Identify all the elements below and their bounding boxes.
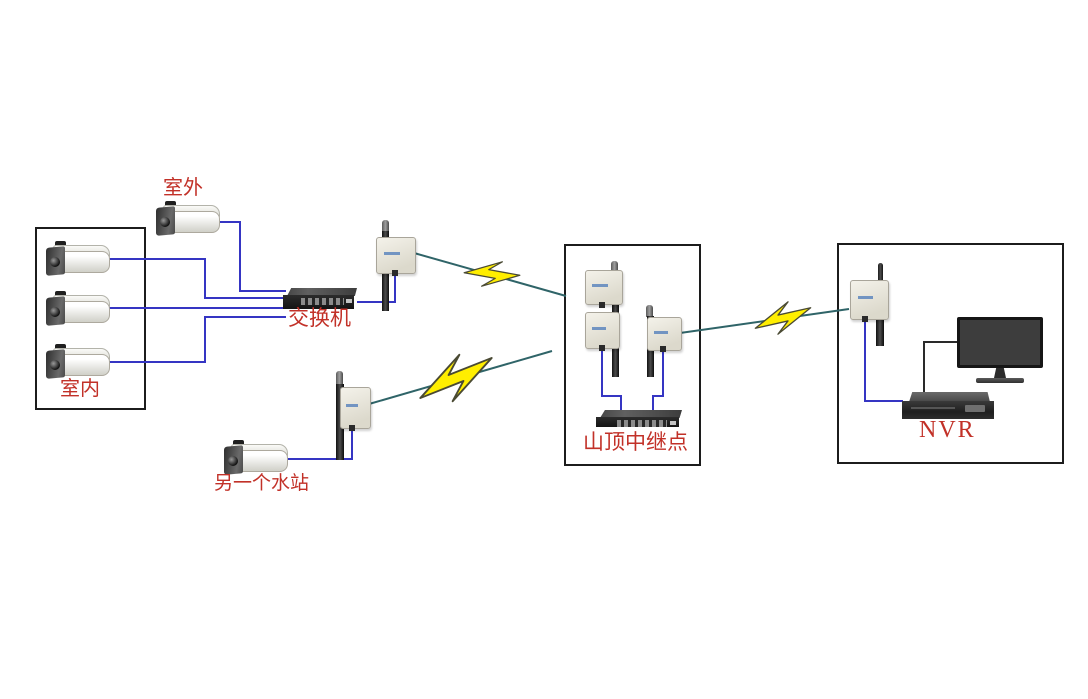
outdoor-label: 室外 bbox=[163, 177, 203, 199]
camera-body bbox=[59, 251, 110, 273]
lightning-bolt-icon bbox=[754, 301, 812, 335]
nvr-group-box bbox=[837, 243, 1064, 464]
cable-water-camera bbox=[284, 427, 353, 460]
camera-lens bbox=[50, 360, 60, 370]
outdoor-camera bbox=[156, 201, 220, 239]
cable-outdoor-camera bbox=[213, 221, 286, 292]
lan-ap bbox=[376, 237, 416, 274]
relay-switch bbox=[596, 410, 682, 427]
ap-antenna bbox=[611, 261, 618, 274]
relay-ap-lower-left bbox=[585, 312, 620, 349]
indoor-camera-3 bbox=[46, 344, 110, 382]
ap-port bbox=[862, 316, 868, 322]
camera-body bbox=[237, 450, 288, 472]
ap-antenna bbox=[382, 220, 389, 232]
lightning-bolts bbox=[419, 261, 812, 403]
nvr-top-face bbox=[909, 392, 990, 402]
ap-antenna bbox=[336, 371, 343, 385]
camera-mount bbox=[165, 201, 176, 208]
camera-lens bbox=[160, 217, 170, 227]
camera-body bbox=[169, 211, 220, 233]
lan-switch bbox=[283, 288, 357, 309]
switch-label: 交换机 bbox=[288, 306, 351, 330]
monitor-cable bbox=[923, 341, 957, 396]
switch-led bbox=[669, 421, 676, 425]
relay-ap-upper-left bbox=[585, 270, 623, 305]
ap-port bbox=[599, 345, 605, 351]
monitor bbox=[957, 317, 1043, 368]
nvr-recorder bbox=[902, 392, 994, 419]
indoor-label: 室内 bbox=[60, 378, 100, 400]
cable-lan-ap bbox=[357, 271, 396, 303]
switch-led bbox=[345, 299, 352, 303]
switch-ports bbox=[300, 298, 344, 305]
camera-body bbox=[59, 354, 110, 376]
camera-mount bbox=[55, 241, 66, 248]
camera-lens bbox=[50, 307, 60, 317]
cable-indoor-camera-3 bbox=[108, 316, 286, 363]
indoor-group-box bbox=[35, 227, 146, 410]
relay-label: 山顶中继点 bbox=[583, 430, 688, 454]
camera-body bbox=[59, 301, 110, 323]
water-station-ap bbox=[340, 387, 371, 429]
cable-indoor-camera-1 bbox=[108, 258, 286, 299]
switch-ports bbox=[616, 420, 667, 427]
ap-port bbox=[660, 346, 666, 352]
camera-mount bbox=[55, 291, 66, 298]
water-station-label: 另一个水站 bbox=[214, 473, 310, 494]
lightning-bolt-icon bbox=[419, 353, 493, 403]
cable-nvr-ap bbox=[864, 318, 903, 402]
switch-top-face bbox=[600, 410, 682, 418]
ap-port bbox=[599, 302, 605, 308]
ap-antenna bbox=[878, 263, 883, 281]
camera-mount bbox=[55, 344, 66, 351]
nvr-label: NVR bbox=[919, 417, 976, 443]
camera-lens bbox=[228, 456, 238, 466]
nvr-front-face bbox=[902, 401, 994, 419]
lightning-bolt-icon bbox=[463, 261, 521, 287]
water-station-camera bbox=[224, 440, 288, 478]
ap-antenna bbox=[646, 305, 653, 317]
indoor-camera-1 bbox=[46, 241, 110, 279]
cable-relay-right-ap bbox=[652, 348, 664, 411]
indoor-camera-2 bbox=[46, 291, 110, 329]
monitor-stand-base bbox=[976, 378, 1024, 383]
cable-relay-left-ap bbox=[601, 347, 622, 411]
monitor-stand-neck bbox=[994, 368, 1006, 378]
relay-group-box bbox=[564, 244, 701, 466]
nvr-ap bbox=[850, 280, 889, 320]
camera-mount bbox=[233, 440, 244, 447]
ap-port bbox=[392, 270, 398, 276]
switch-top-face bbox=[287, 288, 357, 296]
camera-lens bbox=[50, 257, 60, 267]
ap-port bbox=[349, 425, 355, 431]
ethernet-cables bbox=[108, 221, 903, 460]
